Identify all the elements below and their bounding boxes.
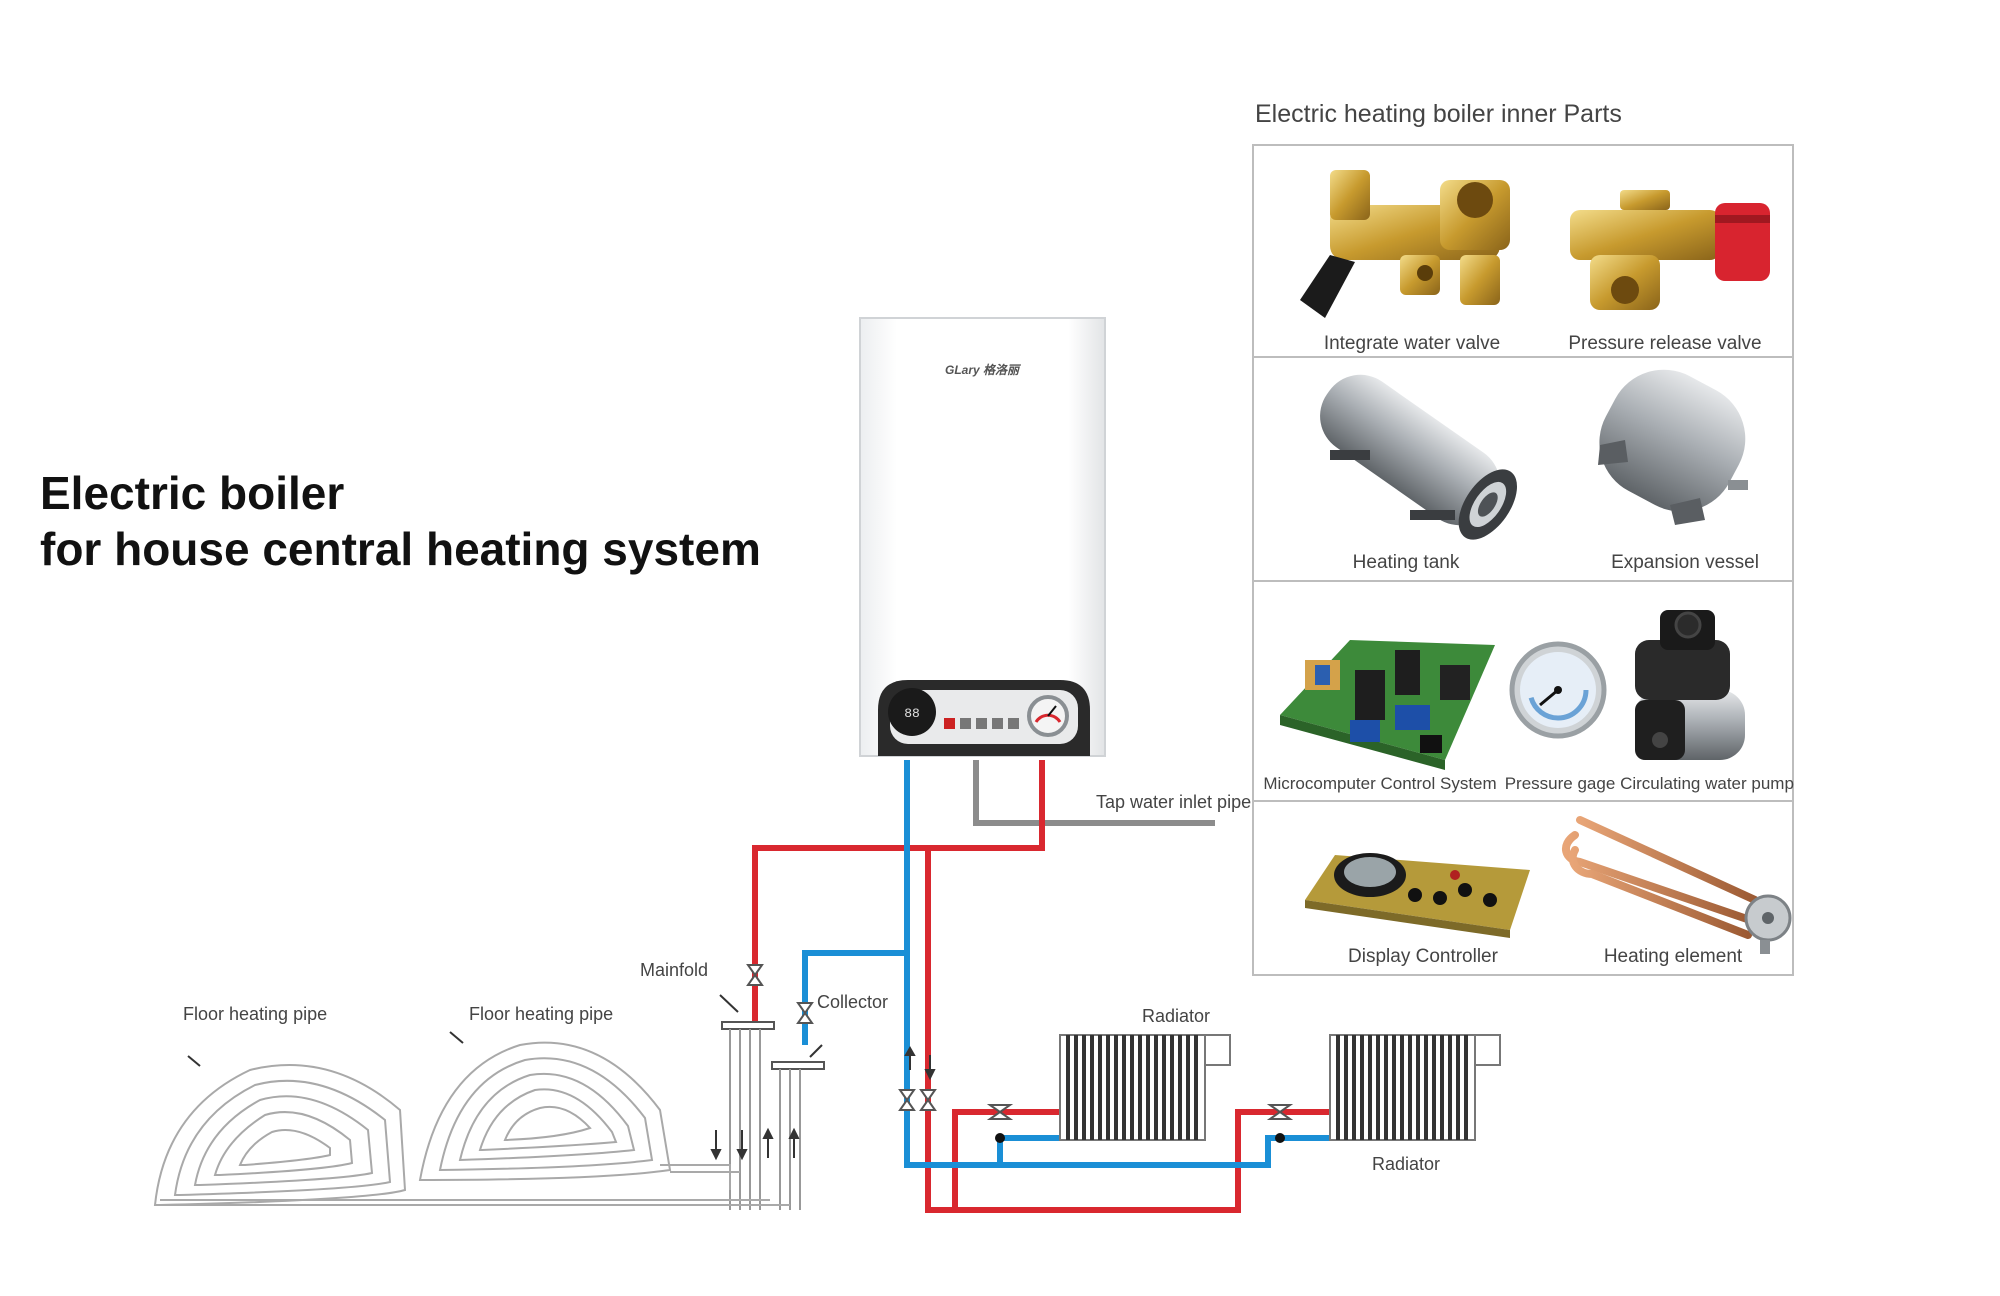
boiler-button-set[interactable] xyxy=(1008,718,1019,729)
heating-element-icon xyxy=(1562,816,1792,954)
parts-panel: Electric heating boiler inner Parts Inte… xyxy=(1252,100,1794,976)
electric-boiler: GLary 格洛丽 88 xyxy=(859,317,1106,757)
expansion-vessel-icon xyxy=(1598,369,1748,525)
part-label-pressure-gage: Pressure gage xyxy=(1505,774,1616,793)
pump-icon xyxy=(1635,610,1745,760)
valve-icon xyxy=(746,964,764,986)
part-label-display-controller: Display Controller xyxy=(1348,946,1499,967)
valve-icon xyxy=(919,1089,937,1111)
radiator-label-2: Radiator xyxy=(1372,1154,1440,1174)
manifold-label: Mainfold xyxy=(640,960,708,980)
display-board-icon xyxy=(1305,853,1530,938)
radiator-1 xyxy=(1059,1034,1231,1141)
valves xyxy=(746,964,1294,1120)
collector-label: Collector xyxy=(817,992,888,1012)
part-label-heating-tank: Heating tank xyxy=(1353,552,1460,573)
boiler-brand-logo: GLary 格洛丽 xyxy=(945,363,1022,377)
valve-icon xyxy=(986,1104,1014,1120)
cylinder-tank-icon xyxy=(1320,374,1517,540)
floor-heating-pipe-label-2: Floor heating pipe xyxy=(469,1004,613,1024)
gauge-icon xyxy=(1509,641,1607,739)
hot-radiator-pipe xyxy=(925,848,1270,1213)
tap-water-pipe xyxy=(973,760,1215,826)
part-label-integrate-water-valve: Integrate water valve xyxy=(1324,333,1500,354)
part-label-heating-element: Heating element xyxy=(1604,946,1743,967)
floor-heating-loop-1 xyxy=(153,1064,790,1206)
valve-icon xyxy=(796,1002,814,1024)
part-label-expansion-vessel: Expansion vessel xyxy=(1611,552,1759,573)
circuit-board-icon xyxy=(1280,640,1495,770)
cold-return-pipe xyxy=(904,760,1238,1168)
page-title: Electric boiler for house central heatin… xyxy=(40,465,761,577)
boiler-display-digits: 88 xyxy=(904,706,920,721)
boiler-display-icon xyxy=(888,688,936,736)
boiler-button-up[interactable] xyxy=(976,718,987,729)
boiler-button-power[interactable] xyxy=(944,718,955,729)
boiler-button-mode[interactable] xyxy=(960,718,971,729)
floor-heating-pipe-label-1: Floor heating pipe xyxy=(183,1004,327,1024)
part-label-circulating-water-pump: Circulating water pump xyxy=(1620,774,1794,793)
radiator-2 xyxy=(1329,1034,1501,1141)
tap-water-label: Tap water inlet pipe xyxy=(1096,792,1251,812)
floor-heating-loop-2 xyxy=(418,1041,740,1190)
valve-icon xyxy=(1266,1104,1294,1120)
part-label-microcomputer-control-system: Microcomputer Control System xyxy=(1263,774,1496,793)
title-line-1: Electric boiler xyxy=(40,467,345,519)
pipes xyxy=(752,760,1330,1213)
collector xyxy=(771,1061,825,1210)
radiator-label-1: Radiator xyxy=(1142,1006,1210,1026)
parts-panel-title: Electric heating boiler inner Parts xyxy=(1255,100,1622,128)
brass-valve-icon xyxy=(1300,170,1510,318)
part-label-pressure-release-valve: Pressure release valve xyxy=(1568,333,1761,354)
valve-icon xyxy=(898,1089,916,1111)
red-cap-valve-icon xyxy=(1570,190,1770,310)
boiler-button-down[interactable] xyxy=(992,718,1003,729)
hot-supply-pipe xyxy=(752,760,1045,1025)
title-line-2: for house central heating system xyxy=(40,523,761,575)
